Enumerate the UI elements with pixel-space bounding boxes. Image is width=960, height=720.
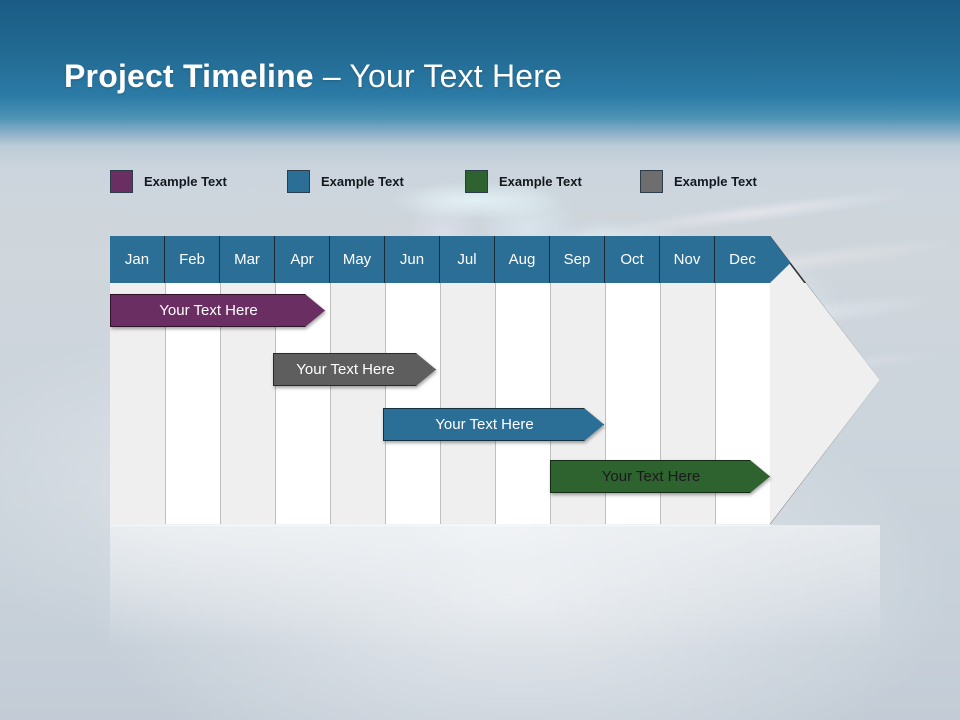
timeline-column-jun <box>385 283 440 524</box>
timeline-month-header-may[interactable]: May <box>330 236 385 283</box>
timeline-bar[interactable]: Your Text Here <box>273 353 436 386</box>
legend-swatch-green <box>465 169 488 193</box>
page-title-separator: – <box>313 58 350 94</box>
timeline-column-divider <box>275 283 276 524</box>
timeline-bar-shape <box>273 353 436 386</box>
timeline-month-header-apr[interactable]: Apr <box>275 236 330 283</box>
timeline-bar[interactable]: Your Text Here <box>550 460 770 493</box>
timeline-bar[interactable]: Your Text Here <box>383 408 604 441</box>
timeline-month-header-aug[interactable]: Aug <box>495 236 550 283</box>
timeline-bar-shape <box>110 294 325 327</box>
timeline-column-divider <box>440 283 441 524</box>
timeline-column-divider <box>495 283 496 524</box>
legend-item[interactable]: Example Text <box>287 168 404 194</box>
timeline-bar-label: Your Text Here <box>601 468 701 485</box>
timeline-bar-shape <box>383 408 604 441</box>
timeline-column-divider <box>385 283 386 524</box>
page-title: Project Timeline – Your Text Here <box>64 58 562 95</box>
timeline-bar-label: Your Text Here <box>435 416 534 433</box>
timeline-bar-label: Your Text Here <box>159 302 258 319</box>
legend-item[interactable]: Example Text <box>110 168 227 194</box>
timeline-bar-label: Your Text Here <box>296 361 395 378</box>
timeline-month-header-jul[interactable]: Jul <box>440 236 495 283</box>
timeline-column-aug <box>495 283 550 524</box>
timeline-column-divider <box>220 283 221 524</box>
timeline-month-header-feb[interactable]: Feb <box>165 236 220 283</box>
legend: Example Text Example Text Example Text Exam… <box>110 168 810 196</box>
page-title-light: Your Text Here <box>349 58 563 94</box>
timeline-month-header-jan[interactable]: Jan <box>110 236 165 283</box>
legend-item-label: Example Text <box>674 173 757 189</box>
legend-item[interactable]: Example Text <box>465 168 582 194</box>
page-title-strong: Project Timeline <box>64 58 314 94</box>
legend-item-label: Example Text <box>321 173 404 189</box>
legend-swatch-purple <box>110 169 133 193</box>
legend-item[interactable]: Example Text <box>640 168 757 194</box>
timeline-month-header-jun[interactable]: Jun <box>385 236 440 283</box>
timeline-month-header-sep[interactable]: Sep <box>550 236 605 283</box>
legend-item-label: Example Text <box>144 173 227 189</box>
timeline-bar-shape <box>550 460 770 493</box>
timeline-column-divider <box>715 283 716 524</box>
timeline-bar[interactable]: Your Text Here <box>110 294 325 327</box>
timeline-month-header-oct[interactable]: Oct <box>605 236 660 283</box>
legend-swatch-blue <box>287 169 310 193</box>
timeline-month-header-mar[interactable]: Mar <box>220 236 275 283</box>
timeline-column-divider <box>605 283 606 524</box>
legend-item-label: Example Text <box>499 173 582 189</box>
timeline-column-divider <box>550 283 551 524</box>
timeline-column-divider <box>330 283 331 524</box>
timeline-column-may <box>330 283 385 524</box>
timeline-column-jul <box>440 283 495 524</box>
legend-swatch-gray <box>640 169 663 193</box>
timeline-month-header-nov[interactable]: Nov <box>660 236 715 283</box>
timeline-column-divider <box>660 283 661 524</box>
timeline-column-divider <box>165 283 166 524</box>
timeline-month-header-dec[interactable]: Dec <box>715 236 770 283</box>
